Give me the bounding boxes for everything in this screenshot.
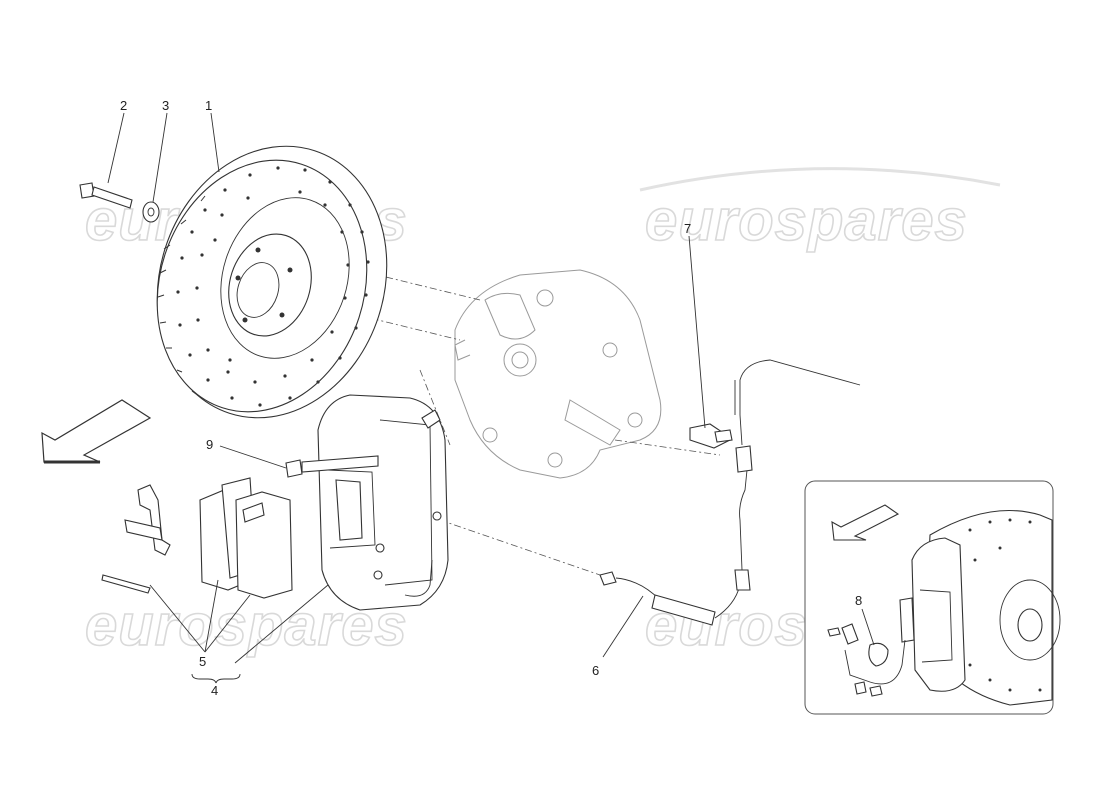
steering-knuckle bbox=[454, 269, 662, 479]
disc-cross-drill-holes bbox=[176, 166, 370, 407]
hose-bracket bbox=[689, 423, 733, 449]
arrow-down-left-icon bbox=[41, 399, 152, 464]
leader-6 bbox=[602, 595, 644, 658]
brake-hose bbox=[599, 359, 861, 626]
leader-1 bbox=[210, 112, 220, 173]
callout-7: 7 bbox=[684, 221, 691, 236]
inset-wear-sensor bbox=[827, 623, 906, 697]
inset-caliper bbox=[899, 537, 966, 692]
callout-5: 5 bbox=[199, 654, 206, 669]
callout-9: 9 bbox=[206, 437, 213, 452]
leader-2 bbox=[107, 112, 125, 184]
brake-pads bbox=[199, 477, 293, 599]
bracket-4-5 bbox=[191, 673, 241, 684]
watermark-top-right: eurospares bbox=[645, 188, 968, 253]
disc-screw bbox=[79, 182, 133, 209]
leader-lines bbox=[107, 112, 875, 684]
watermark-swoosh bbox=[639, 167, 1001, 192]
inset-arrow-down-left-icon bbox=[831, 504, 900, 541]
leader-5c bbox=[204, 594, 251, 653]
callout-6: 6 bbox=[592, 663, 599, 678]
callout-3: 3 bbox=[162, 98, 169, 113]
leader-5b bbox=[204, 579, 219, 653]
leader-4 bbox=[234, 584, 329, 664]
caliper-bolt bbox=[285, 455, 379, 478]
disc-vent-slots bbox=[157, 195, 206, 395]
callout-4: 4 bbox=[211, 683, 218, 698]
callout-8: 8 bbox=[855, 593, 862, 608]
leader-7 bbox=[688, 235, 706, 429]
leader-5a bbox=[149, 584, 206, 653]
callout-2: 2 bbox=[120, 98, 127, 113]
pad-spring-clip bbox=[101, 484, 171, 594]
leader-9 bbox=[219, 445, 287, 469]
disc-washer bbox=[142, 201, 160, 223]
brake-caliper bbox=[317, 394, 449, 611]
callout-1: 1 bbox=[205, 98, 212, 113]
inset-detail-panel bbox=[804, 480, 1061, 715]
leader-3 bbox=[152, 112, 168, 203]
leader-8 bbox=[861, 608, 875, 646]
callout-labels: 1 2 3 4 5 6 7 8 9 bbox=[120, 98, 862, 698]
brake-disc bbox=[156, 145, 388, 419]
